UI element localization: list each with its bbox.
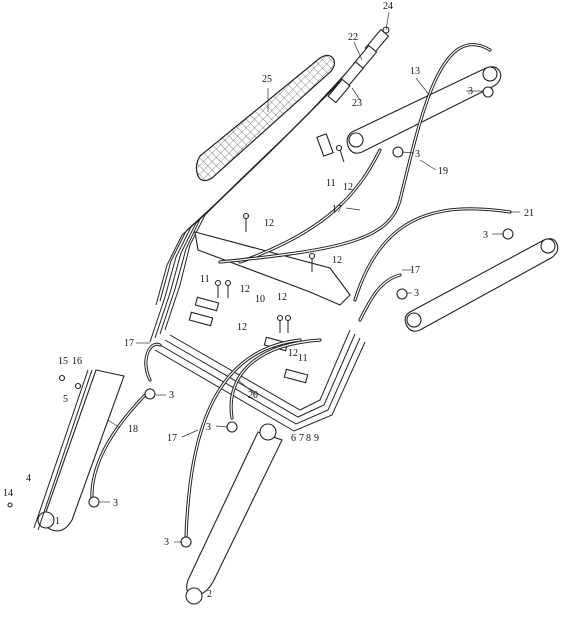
- protective-sleeve: [195, 54, 335, 182]
- callout-21: 21: [524, 208, 534, 219]
- callout-12: 12: [240, 284, 250, 295]
- callout-4: 4: [26, 473, 31, 484]
- cylinder-right: [404, 238, 559, 332]
- callout-1: 1: [55, 516, 60, 527]
- callout-9: 9: [314, 433, 319, 444]
- callout-3: 3: [169, 390, 174, 401]
- callout-2: 2: [207, 589, 212, 600]
- callout-24: 24: [383, 1, 393, 12]
- hoses: [90, 42, 512, 538]
- callout-14: 14: [3, 488, 13, 499]
- callout-12: 12: [288, 348, 298, 359]
- callout-11: 11: [200, 274, 210, 285]
- callout-12: 12: [343, 182, 353, 193]
- callout-12: 12: [332, 255, 342, 266]
- callout-17: 17: [167, 433, 177, 444]
- callout-3: 3: [468, 86, 473, 97]
- bolts: [214, 144, 345, 333]
- callout-23: 23: [352, 98, 362, 109]
- fittings: [88, 86, 514, 548]
- callout-15: 15: [58, 356, 68, 367]
- callout-20: 20: [248, 390, 258, 401]
- callout-22: 22: [348, 32, 358, 43]
- leader-lines: [100, 11, 520, 543]
- callout-10: 10: [255, 294, 265, 305]
- callout-3: 3: [414, 288, 419, 299]
- cylinder-lower: [185, 423, 283, 605]
- callout-12: 12: [237, 322, 247, 333]
- hose-bundle-upper: [149, 37, 387, 343]
- callout-labels: 1 2 3 3 3 3 3 3 3 3 4 5 6 7 8 9 10 11 11…: [3, 1, 534, 600]
- callout-25: 25: [262, 74, 272, 85]
- callout-3: 3: [483, 230, 488, 241]
- callout-13: 13: [410, 66, 420, 77]
- callout-18: 18: [128, 424, 138, 435]
- callout-11: 11: [326, 178, 336, 189]
- callout-7: 7: [299, 433, 304, 444]
- callout-12: 12: [264, 218, 274, 229]
- clamps: [188, 133, 334, 384]
- callout-3: 3: [164, 537, 169, 548]
- callout-12: 12: [277, 292, 287, 303]
- callout-5: 5: [63, 394, 68, 405]
- callout-17: 17: [332, 204, 342, 215]
- loader-frame: [154, 231, 366, 432]
- valve-fittings: [327, 26, 390, 104]
- callout-6: 6: [291, 433, 296, 444]
- callout-3: 3: [113, 498, 118, 509]
- callout-3: 3: [206, 422, 211, 433]
- callout-3: 3: [415, 149, 420, 160]
- callout-17: 17: [410, 265, 420, 276]
- callout-8: 8: [306, 433, 311, 444]
- callout-19: 19: [438, 166, 448, 177]
- cylinder-left: [33, 369, 125, 532]
- small-parts: [7, 374, 82, 508]
- callout-16: 16: [72, 356, 82, 367]
- callout-11: 11: [298, 353, 308, 364]
- callout-17: 17: [124, 338, 134, 349]
